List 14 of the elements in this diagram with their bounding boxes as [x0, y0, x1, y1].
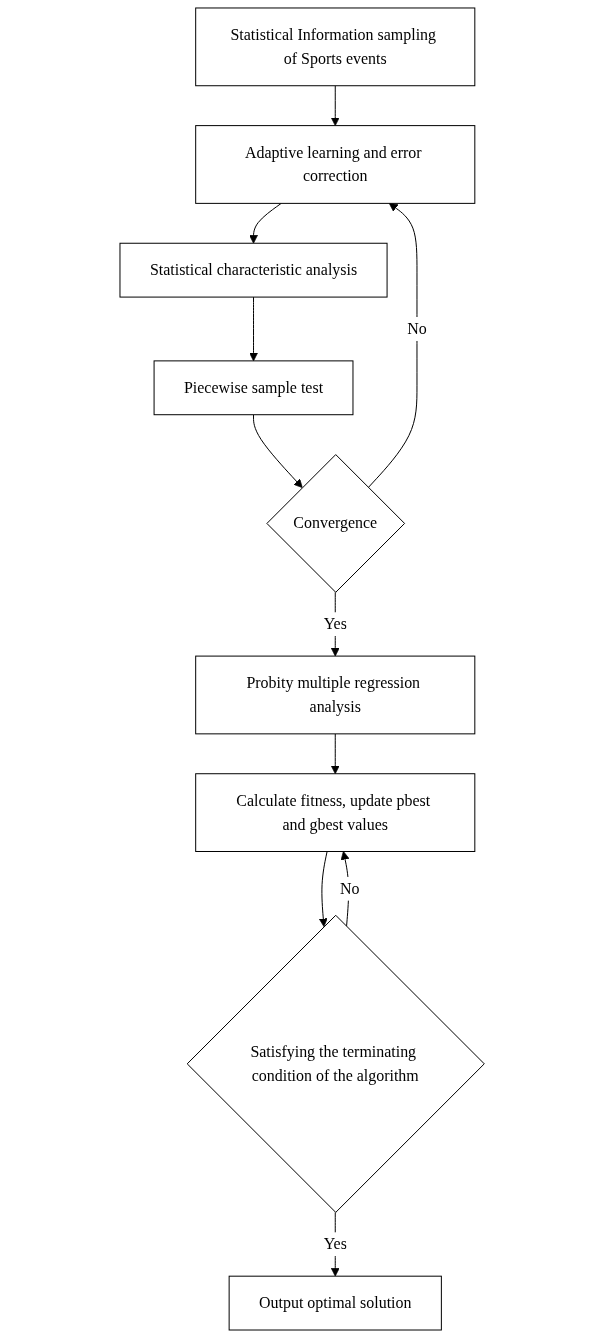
- node-box: Calculate fitness, update pbest and gbest values: [195, 773, 476, 852]
- node-box: Probity multiple regression analysis: [195, 655, 476, 735]
- node-box: Output optimal solution: [229, 1275, 443, 1331]
- node-box: Adaptive learning and error correction: [195, 125, 476, 204]
- node-box: Statistical characteristic analysis: [119, 242, 388, 298]
- edge-label: No: [340, 879, 360, 897]
- node-diamond: Satisfying the terminating condition of the algorithm: [187, 914, 486, 1213]
- edge-label: No: [407, 320, 428, 337]
- node-box: Statistical Information sampling of Sports events: [195, 7, 476, 87]
- node-diamond: Convergence: [266, 454, 406, 593]
- edge-label: Yes: [324, 1235, 348, 1253]
- arrow: [368, 202, 418, 489]
- edge-label: Yes: [324, 615, 348, 633]
- node-box: Piecewise sample test: [153, 360, 354, 416]
